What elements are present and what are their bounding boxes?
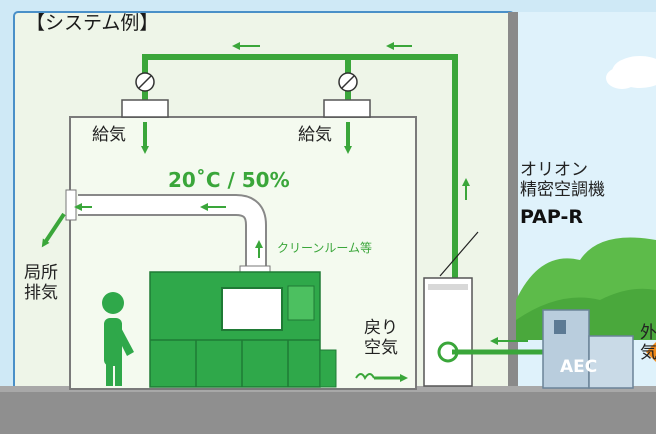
exhaust-arrows bbox=[74, 203, 263, 258]
person-icon bbox=[102, 292, 134, 386]
pap-r-unit bbox=[423, 277, 473, 387]
supply-air-label-right: 給気 bbox=[298, 125, 332, 145]
outside-air-line-2: 気 bbox=[640, 343, 656, 363]
local-exhaust-line-1: 局所 bbox=[24, 263, 58, 283]
return-air-line-1: 戻り bbox=[364, 318, 398, 338]
aec-unit bbox=[542, 309, 634, 389]
supply-diffuser-left bbox=[121, 99, 169, 118]
outdoor-unit-label: AEC bbox=[560, 357, 598, 377]
machine bbox=[149, 271, 337, 388]
ground bbox=[0, 390, 656, 434]
return-air-line-2: 空気 bbox=[364, 338, 398, 358]
unit-model-label: PAP-R bbox=[520, 206, 583, 228]
airflow-arrow-icon bbox=[355, 373, 408, 382]
unit-brand-line-1: オリオン bbox=[520, 160, 588, 180]
callout-line bbox=[439, 231, 479, 277]
duct-flow-arrows bbox=[232, 42, 470, 200]
return-air-label: 戻り 空気 bbox=[364, 318, 398, 358]
supply-arrows bbox=[141, 122, 352, 154]
unit-brand-label: オリオン 精密空調機 bbox=[520, 160, 605, 200]
diagram-title: 【システム例】 bbox=[26, 12, 159, 34]
cloud-icon bbox=[606, 56, 656, 89]
local-exhaust-label: 局所 排気 bbox=[24, 263, 58, 303]
local-exhaust-line-2: 排気 bbox=[24, 283, 58, 303]
outside-air-label: 外 気 bbox=[640, 323, 656, 363]
supply-air-label-left: 給気 bbox=[92, 125, 126, 145]
exhaust-out-arrow bbox=[41, 212, 66, 248]
wall bbox=[508, 12, 518, 392]
damper-icon bbox=[135, 72, 358, 92]
outside-air-arrow bbox=[646, 342, 656, 362]
outside-air-line-1: 外 bbox=[640, 323, 656, 343]
clean-room-label: クリーンルーム等 bbox=[277, 241, 373, 255]
unit-brand-line-2: 精密空調機 bbox=[520, 180, 605, 200]
room-condition-label: 20˚C / 50% bbox=[168, 168, 290, 192]
supply-diffuser-right bbox=[323, 99, 371, 118]
